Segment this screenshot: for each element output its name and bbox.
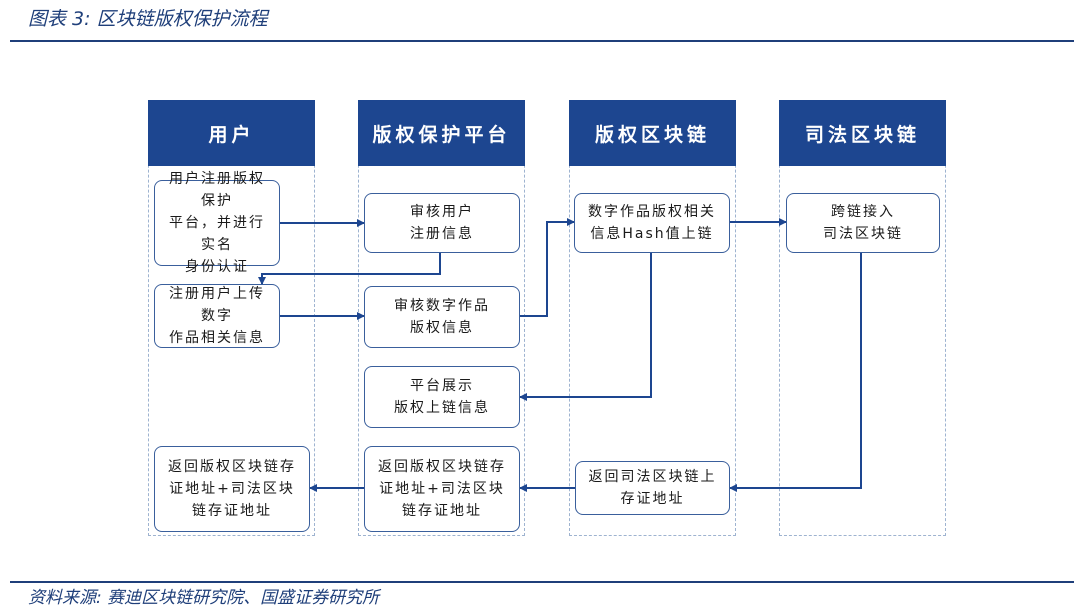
- platform-show-box: 平台展示 版权上链信息: [364, 366, 520, 428]
- title-rule: [10, 40, 1074, 42]
- user-register-box: 用户注册版权保护 平台，并进行实名 身份认证: [154, 171, 280, 275]
- lane-user: 用户: [148, 100, 315, 536]
- arrow-cross-chain-to-return: [729, 252, 862, 492]
- source-rule: [10, 581, 1074, 583]
- platform-review-user-box: 审核用户 注册信息: [364, 193, 520, 253]
- lane-copyright-chain: 版权区块链: [569, 100, 736, 536]
- arrow-hash-to-show: [519, 252, 652, 401]
- user-upload-box: 注册用户上传数字 作品相关信息: [154, 284, 280, 348]
- figure-title: 图表 3: 区块链版权保护流程: [28, 8, 268, 30]
- chain-hash-box: 数字作品版权相关 信息Hash值上链: [574, 193, 730, 253]
- chain-return-box: 返回司法区块链上 存证地址: [575, 461, 730, 515]
- arrow-review-to-upload: [258, 253, 441, 285]
- judicial-cross-chain-box: 跨链接入 司法区块链: [786, 193, 940, 253]
- user-return-box: 返回版权区块链存 证地址+司法区块 链存证地址: [154, 446, 310, 532]
- lane-header-user: 用户: [148, 100, 315, 166]
- platform-review-work-box: 审核数字作品 版权信息: [364, 286, 520, 348]
- platform-return-box: 返回版权区块链存 证地址+司法区块 链存证地址: [364, 446, 520, 532]
- lane-platform: 版权保护平台: [358, 100, 525, 536]
- arrow-review-work-to-hash: [519, 218, 575, 317]
- lane-judicial-chain: 司法区块链: [779, 100, 946, 536]
- lane-header-platform: 版权保护平台: [358, 100, 525, 166]
- lane-header-judicial-chain: 司法区块链: [779, 100, 946, 166]
- lane-header-copyright-chain: 版权区块链: [569, 100, 736, 166]
- figure-source: 资料来源: 赛迪区块链研究院、国盛证券研究所: [28, 588, 380, 608]
